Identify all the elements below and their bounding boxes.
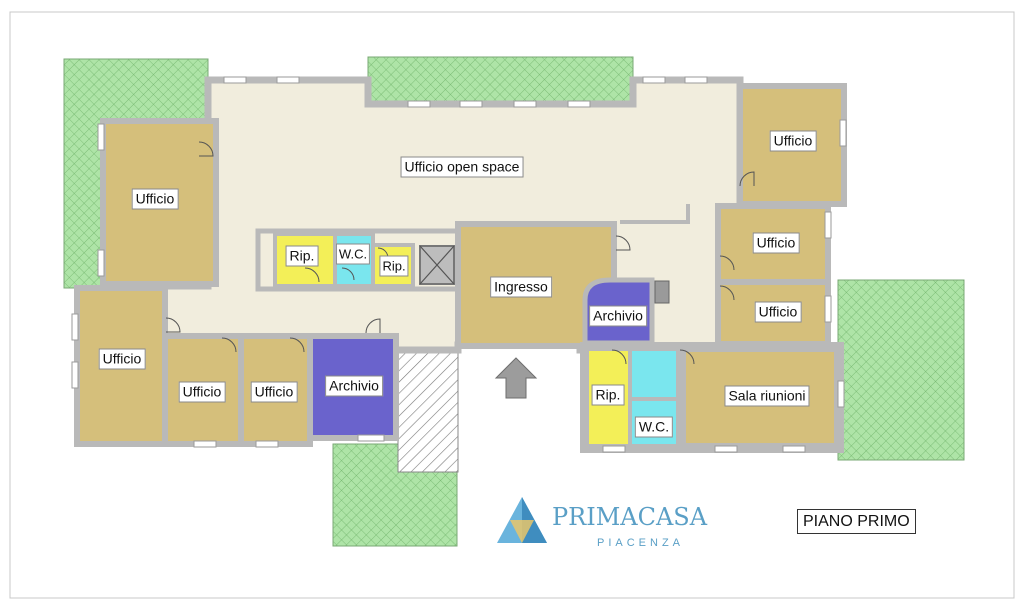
label-ufficio-bottom-2: Ufficio xyxy=(250,381,298,403)
label-archivio-center: Archivio xyxy=(589,305,647,327)
label-wc-1: W.C. xyxy=(335,243,371,265)
label-ufficio-right-2: Ufficio xyxy=(752,232,800,254)
room-wc-2-upper xyxy=(628,347,680,401)
label-open-space: Ufficio open space xyxy=(400,156,524,178)
label-ingresso: Ingresso xyxy=(490,276,552,298)
duct xyxy=(654,280,670,304)
room-rip-1 xyxy=(273,232,337,288)
windows xyxy=(71,76,847,453)
label-rip-3: Rip. xyxy=(591,384,625,406)
label-wc-2: W.C. xyxy=(634,416,674,438)
label-rip-2: Rip. xyxy=(379,255,409,277)
label-ufficio-right-1: Ufficio xyxy=(769,130,817,152)
floor-label: PIANO PRIMO xyxy=(797,509,916,534)
terrace-right xyxy=(837,279,965,461)
terrace-top-center xyxy=(367,56,634,105)
label-rip-1: Rip. xyxy=(285,245,319,267)
brand-name: PRIMACASA xyxy=(552,503,708,531)
label-archivio-left: Archivio xyxy=(325,375,383,397)
label-ufficio-right-3: Ufficio xyxy=(754,301,802,323)
label-ufficio-bottom-1: Ufficio xyxy=(178,381,226,403)
doors xyxy=(165,141,755,365)
partition xyxy=(620,204,690,224)
brand-city: PIACENZA xyxy=(597,537,685,549)
brand-logo-icon xyxy=(497,497,547,543)
stairs-hatch xyxy=(397,339,459,473)
entrance-arrow-icon xyxy=(494,357,538,399)
frame xyxy=(9,11,1015,599)
label-sala-riunioni: Sala riunioni xyxy=(724,385,810,407)
label-ufficio-top-left: Ufficio xyxy=(131,188,179,210)
label-ufficio-left: Ufficio xyxy=(98,348,146,370)
lift-cross xyxy=(419,245,455,285)
